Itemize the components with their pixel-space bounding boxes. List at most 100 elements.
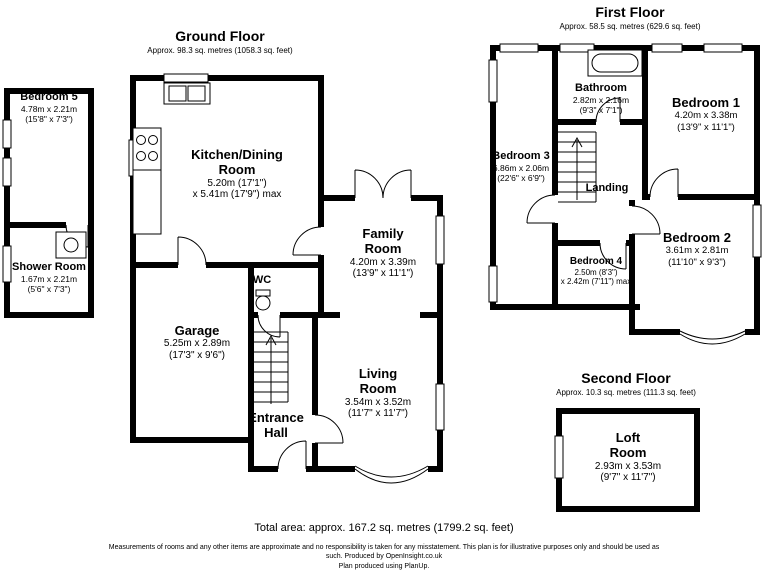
room-name: Family Room bbox=[362, 226, 404, 257]
door-arc bbox=[177, 236, 207, 266]
room-dims-metric: 5.20m (17'1") bbox=[207, 177, 267, 189]
stairs bbox=[558, 131, 597, 203]
room-dims-imperial: (11'7" x 11'7") bbox=[347, 408, 409, 420]
ground-floor-plan bbox=[128, 73, 445, 484]
room-label-loft-room: Loft Room 2.93m x 3.53m (9'7" x 11'7") bbox=[583, 430, 673, 484]
floor-title-text: Ground Floor bbox=[175, 28, 265, 44]
room-dims-imperial: (9'7" x 11'7") bbox=[600, 472, 656, 484]
room-label-bathroom: Bathroom 2.82m x 2.16m (9'3" x 7'1") bbox=[556, 82, 646, 115]
hob bbox=[132, 127, 162, 171]
window bbox=[488, 265, 498, 303]
front-door-arc bbox=[277, 440, 307, 470]
window bbox=[435, 383, 445, 431]
counter bbox=[132, 169, 162, 235]
room-dims-imperial: (5'6" x 7'3") bbox=[27, 283, 71, 294]
door-arc bbox=[292, 226, 322, 256]
room-dims-metric: 4.20m x 3.39m bbox=[349, 256, 417, 268]
floor-subtitle-text: Approx. 98.3 sq. metres (1058.3 sq. feet… bbox=[147, 46, 293, 55]
window bbox=[499, 43, 539, 53]
room-dims-metric: 6.86m x 2.06m bbox=[492, 162, 550, 173]
door-arc bbox=[599, 242, 627, 270]
second-floor-plan bbox=[554, 408, 700, 512]
annex-plan bbox=[2, 88, 94, 318]
disclaimer-line-2: such. Produced by OpenInsight.co.uk bbox=[325, 553, 443, 561]
floor-title-text: First Floor bbox=[595, 4, 665, 20]
window bbox=[651, 43, 683, 53]
door-arc bbox=[631, 205, 661, 235]
room-dims-metric: 2.50m (8'3") bbox=[574, 267, 618, 277]
room-name: Loft Room bbox=[609, 430, 647, 461]
room-dims-imperial: (13'9" x 11'1") bbox=[352, 268, 414, 280]
room-name: Bedroom 4 bbox=[569, 256, 623, 267]
first-floor-plan bbox=[488, 43, 762, 345]
room-dims-imperial: (17'3" x 9'6") bbox=[169, 350, 225, 362]
window bbox=[559, 43, 595, 53]
room-name: Landing bbox=[585, 182, 629, 194]
window bbox=[703, 43, 743, 53]
double-door-arc bbox=[354, 169, 412, 199]
bath-tub bbox=[587, 49, 643, 77]
shower-unit bbox=[55, 231, 87, 259]
room-dims-imperial: (9'3" x 7'1") bbox=[579, 104, 623, 115]
room-dims-imperial: (22'6" x 6'9") bbox=[497, 172, 545, 183]
room-dims-metric: 4.20m x 3.38m bbox=[674, 110, 738, 122]
room-name: Bedroom 1 bbox=[672, 95, 740, 110]
room-label-kitchen-dining: Kitchen/Dining Room 5.20m (17'1") x 5.41… bbox=[167, 147, 307, 201]
window bbox=[488, 59, 498, 103]
room-name: Bedroom 3 bbox=[492, 150, 550, 162]
door-arc bbox=[649, 168, 679, 198]
kitchen-sink bbox=[163, 82, 211, 105]
room-dims-metric: 2.82m x 2.16m bbox=[572, 94, 630, 105]
disclaimer-text: Measurements of rooms and any other item… bbox=[0, 543, 768, 562]
door-arc bbox=[595, 97, 621, 123]
floor-subtitle-text: Approx. 58.5 sq. metres (629.6 sq. feet) bbox=[559, 22, 701, 31]
room-dims-metric: 2.93m x 3.53m bbox=[594, 460, 662, 472]
floor-subtitle-text: Approx. 10.3 sq. metres (111.3 sq. feet) bbox=[556, 388, 696, 397]
room-name: Entrance Hall bbox=[248, 410, 304, 441]
room-label-shower-room: Shower Room 1.67m x 2.21m (5'6" x 7'3") bbox=[5, 261, 93, 294]
room-label-landing: Landing bbox=[572, 182, 642, 195]
first-floor-title: First Floor Approx. 58.5 sq. metres (629… bbox=[530, 4, 730, 31]
stairs bbox=[254, 331, 289, 404]
window bbox=[2, 119, 12, 149]
second-floor-title: Second Floor Approx. 10.3 sq. metres (11… bbox=[526, 370, 726, 397]
room-label-wc: WC bbox=[244, 274, 280, 287]
room-dims-imperial: x 2.42m (7'11") max bbox=[560, 277, 632, 287]
room-dims-metric: 3.54m x 3.52m bbox=[344, 396, 412, 408]
room-name: Garage bbox=[174, 323, 220, 338]
total-area-text: Total area: approx. 167.2 sq. metres (17… bbox=[254, 522, 514, 534]
room-name: Living Room bbox=[358, 366, 398, 397]
window bbox=[2, 245, 12, 283]
window bbox=[554, 435, 564, 479]
room-name: WC bbox=[252, 274, 272, 286]
room-label-entrance-hall: Entrance Hall bbox=[236, 410, 316, 441]
room-label-bedroom5: Bedroom 5 4.78m x 2.21m (15'8" x 7'3") bbox=[5, 91, 93, 124]
window bbox=[435, 215, 445, 265]
room-dims-imperial: (11'10" x 9'3") bbox=[668, 256, 726, 268]
room-label-family-room: Family Room 4.20m x 3.39m (13'9" x 11'1"… bbox=[338, 226, 428, 280]
room-dims-imperial: (15'8" x 7'3") bbox=[25, 113, 73, 124]
room-dims-metric: 4.78m x 2.21m bbox=[20, 103, 78, 114]
room-name: Shower Room bbox=[12, 261, 86, 273]
toilet bbox=[255, 289, 271, 311]
door-arc bbox=[314, 414, 344, 444]
room-label-bedroom1: Bedroom 1 4.20m x 3.38m (13'9" x 11'1") bbox=[656, 95, 756, 133]
window bbox=[2, 157, 12, 187]
disclaimer-line-1: Measurements of rooms and any other item… bbox=[108, 544, 660, 551]
door-arc bbox=[526, 194, 556, 224]
room-name: Bathroom bbox=[575, 82, 627, 94]
door-arc bbox=[257, 314, 281, 338]
room-label-bedroom3: Bedroom 3 6.86m x 2.06m (22'6" x 6'9") bbox=[481, 150, 561, 183]
floor-title-text: Second Floor bbox=[581, 370, 671, 386]
bay-window bbox=[354, 465, 429, 484]
room-dims-imperial: x 5.41m (17'9") max bbox=[192, 189, 282, 201]
room-label-garage: Garage 5.25m x 2.89m (17'3" x 9'6") bbox=[147, 323, 247, 362]
planup-credit-text: Plan produced using PlanUp. bbox=[338, 563, 430, 570]
room-dims-imperial: (13'9" x 11'1") bbox=[677, 121, 735, 133]
room-name: Bedroom 5 bbox=[20, 91, 78, 103]
bay-window bbox=[679, 330, 746, 345]
room-name: Bedroom 2 bbox=[663, 230, 731, 245]
room-dims-metric: 5.25m x 2.89m bbox=[163, 338, 231, 350]
